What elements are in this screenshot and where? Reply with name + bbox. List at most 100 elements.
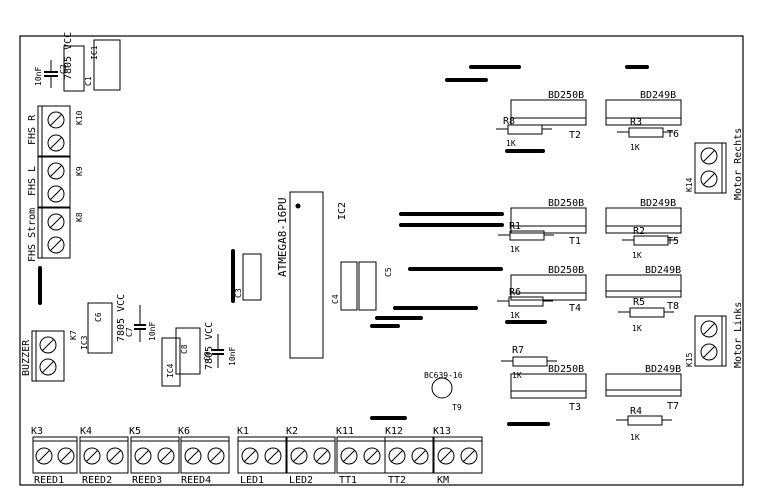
k3-ref: K3: [31, 426, 43, 437]
terminal-k5: K5 REED3: [129, 426, 180, 486]
t2-id: T2: [569, 130, 581, 141]
r8-value: 1K: [506, 139, 516, 148]
terminal-k3: K3 REED1: [31, 426, 78, 486]
k11-name: TT1: [339, 475, 357, 486]
right-terminal-k15: K15 Motor Links: [685, 302, 744, 368]
ic1-c2-label: C2: [59, 64, 68, 74]
transistor-t9: BC639-16 T9: [424, 371, 463, 412]
capacitor-c3: C3: [234, 253, 262, 301]
t1-part: BD250B: [548, 198, 584, 209]
t8-id: T8: [667, 301, 679, 312]
k1-name: LED1: [240, 475, 264, 486]
c4-label: C4: [331, 294, 340, 304]
ic4-cap-value: 10nF: [228, 347, 237, 366]
ic1-cap-value: 10nF: [34, 67, 43, 86]
r3-label: R3: [630, 117, 642, 128]
left-terminal-k10: FHS R K10: [27, 105, 84, 157]
k2-ref: K2: [286, 426, 298, 437]
r4-label: R4: [630, 406, 642, 417]
ic1-ref-label: IC1: [90, 45, 99, 60]
ic1-part-label: 7805 VCC: [63, 32, 74, 80]
terminal-k13: K13 KM: [433, 426, 483, 486]
r7-label: R7: [512, 345, 524, 356]
transistor-t1: BD250B R1 1K T1: [498, 198, 587, 254]
ic3-ref: IC3: [80, 335, 89, 350]
ic3-part-label: 7805 VCC: [116, 294, 127, 342]
k8-ref: K8: [75, 212, 84, 222]
r5-label: R5: [633, 297, 645, 308]
r4-value: 1K: [630, 433, 640, 442]
transistor-t6: BD249B R3 1K T6: [605, 90, 682, 152]
regulator-ic1: 10nF C2 7805 VCC C1 IC1: [34, 32, 121, 92]
bottom-terminals: K3 REED1 K4 REED2 K5 REED3 K6: [31, 426, 483, 486]
r1-label: R1: [509, 221, 521, 232]
transistor-t8: BD249B R5 1K T8: [605, 265, 682, 333]
t4-id: T4: [569, 303, 581, 314]
transistor-t4: BD250B R6 1K T4: [497, 265, 587, 320]
k10-ref: K10: [75, 110, 84, 125]
t5-part: BD249B: [640, 198, 676, 209]
k5-name: REED3: [132, 475, 162, 486]
t9-id: T9: [452, 403, 462, 412]
terminal-k4: K4 REED2: [79, 426, 129, 486]
k13-name: KM: [437, 475, 449, 486]
left-terminal-k9: FHS L K9: [27, 156, 84, 208]
c3-label: C3: [234, 288, 243, 298]
k8-name: FHS Strom: [27, 208, 38, 262]
t2-part: BD250B: [548, 90, 584, 101]
k4-ref: K4: [80, 426, 92, 437]
r6-label: R6: [509, 287, 521, 298]
k9-name: FHS L: [27, 166, 38, 196]
k4-name: REED2: [82, 475, 112, 486]
board-outline: [19, 35, 744, 486]
t4-part: BD250B: [548, 265, 584, 276]
k12-name: TT2: [388, 475, 406, 486]
transistor-t7: BD249B R4 1K T7: [605, 364, 682, 442]
t5-id: T5: [667, 236, 679, 247]
buzzer-label: BUZZER: [21, 339, 32, 376]
buzzer-terminal: BUZZER: [21, 330, 65, 382]
r7-value: 1K: [512, 371, 522, 380]
k1-ref: K1: [237, 426, 249, 437]
k9-ref: K9: [75, 166, 84, 176]
terminal-k1: K1 LED1: [237, 426, 287, 486]
k12-ref: K12: [385, 426, 403, 437]
k3-name: REED1: [34, 475, 64, 486]
terminal-k6: K6 REED4: [178, 426, 230, 486]
r2-value: 1K: [632, 251, 642, 260]
k6-ref: K6: [178, 426, 190, 437]
t7-id: T7: [667, 401, 679, 412]
c6-label: C6: [94, 312, 103, 322]
c9-label: C9: [203, 351, 212, 361]
t7-part: BD249B: [645, 364, 681, 375]
t3-part: BD250B: [548, 364, 584, 375]
r1-value: 1K: [510, 245, 520, 254]
t9-part: BC639-16: [424, 371, 463, 380]
ic3-cap-value: 10nF: [148, 322, 157, 341]
k2-name: LED2: [289, 475, 313, 486]
mcu-ref-label: IC2: [337, 202, 348, 220]
transistor-t5: BD249B R2 1K T5: [605, 198, 682, 260]
transistor-t3: BD250B R7 1K T3: [501, 345, 587, 413]
c8-label: C8: [180, 344, 189, 354]
right-terminal-k14: K14 Motor Rechts: [685, 128, 744, 200]
mcu-part-label: ATMEGA8-16PU: [276, 198, 289, 277]
ic1-c1-label: C1: [84, 76, 93, 86]
r6-value: 1K: [510, 311, 520, 320]
pcb-traces: [38, 65, 649, 426]
t6-id: T6: [667, 129, 679, 140]
r5-value: 1K: [632, 324, 642, 333]
k15-name: Motor Links: [733, 302, 744, 368]
k14-ref: K14: [685, 177, 694, 192]
k13-ref: K13: [433, 426, 451, 437]
ic4-ref: IC4: [166, 363, 175, 378]
t6-part: BD249B: [640, 90, 676, 101]
t1-id: T1: [569, 236, 581, 247]
t3-id: T3: [569, 402, 581, 413]
terminal-k11: K11 TT1: [336, 426, 386, 486]
r3-value: 1K: [630, 143, 640, 152]
terminal-k2: K2 LED2: [286, 426, 336, 486]
k6-name: REED4: [181, 475, 211, 486]
c5-label: C5: [384, 267, 393, 277]
